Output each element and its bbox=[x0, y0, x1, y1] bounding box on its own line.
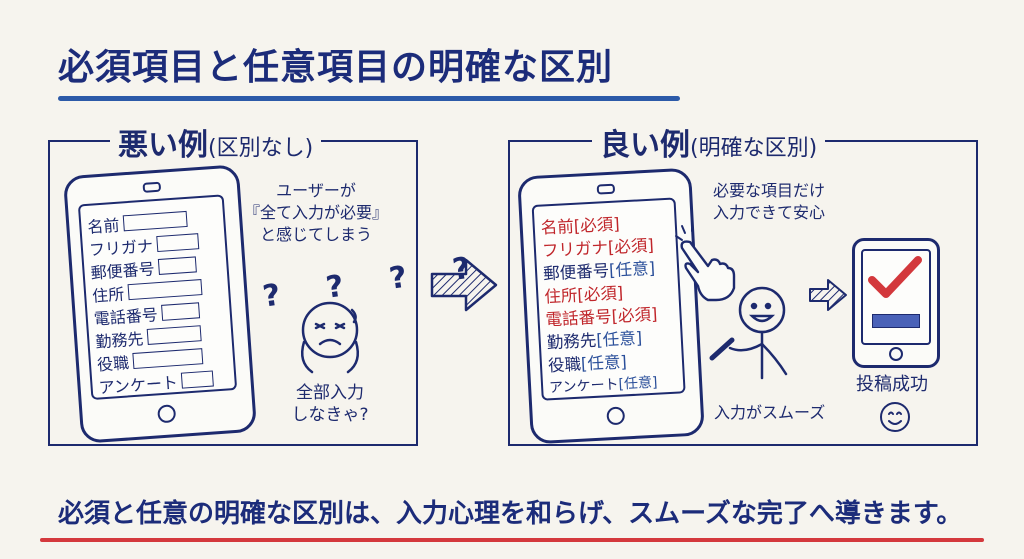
input-box[interactable] bbox=[146, 324, 202, 345]
smooth-caption: 入力がスムーズ bbox=[714, 403, 826, 422]
optional-tag: [任意] bbox=[618, 374, 658, 393]
input-box[interactable] bbox=[156, 232, 200, 252]
input-box[interactable] bbox=[161, 301, 201, 321]
required-tag: [必須] bbox=[607, 235, 655, 258]
phone-home-button bbox=[889, 347, 903, 361]
required-tag: [必須] bbox=[576, 283, 624, 305]
optional-tag: [任意] bbox=[595, 328, 643, 350]
good-example-heading: 良い例(明確な区別) bbox=[592, 120, 826, 164]
success-phone bbox=[852, 238, 940, 368]
worry-line: しなきゃ? bbox=[291, 405, 369, 425]
bad-phone-screen: 名前 フリガナ 郵便番号 住所 電話番号 勤務先 役職 アンケート bbox=[77, 194, 238, 401]
input-box[interactable] bbox=[157, 255, 197, 275]
field-label: 役職 bbox=[547, 354, 582, 376]
worry-line: 全部入力 bbox=[296, 383, 364, 403]
relief-line: 入力できて安心 bbox=[712, 203, 825, 222]
phone-camera bbox=[596, 183, 616, 195]
relief-line: 必要な項目だけ bbox=[712, 181, 825, 200]
optional-tag: [任意] bbox=[580, 352, 628, 374]
phone-home-button bbox=[157, 404, 177, 424]
bad-thought: ユーザーが 『全て入力が必要』 と感じてしまう bbox=[236, 180, 396, 246]
good-relief: 必要な項目だけ 入力できて安心 bbox=[704, 180, 834, 224]
thought-line: ユーザーが bbox=[276, 181, 356, 200]
good-phone: 名前[必須] フリガナ[必須] 郵便番号[任意] 住所[必須] 電話番号[必須]… bbox=[517, 167, 705, 445]
bad-heading-text: 悪い例 bbox=[118, 128, 208, 163]
field-label: フリガナ bbox=[541, 238, 609, 261]
field-label: 電話番号 bbox=[93, 304, 159, 329]
field-label: アンケート bbox=[98, 372, 179, 397]
bad-subheading-text: (区別なし) bbox=[208, 136, 314, 161]
smiley-icon bbox=[880, 402, 910, 432]
good-subheading-text: (明確な区別) bbox=[690, 136, 818, 161]
pointing-hand-icon bbox=[675, 223, 736, 302]
field-label: 郵便番号 bbox=[89, 258, 156, 283]
field-label: 勤務先 bbox=[94, 328, 145, 352]
field-label: 勤務先 bbox=[546, 330, 597, 353]
title-underline bbox=[58, 96, 680, 101]
bad-worry: 全部入力 しなきゃ? bbox=[270, 382, 390, 426]
field-label: アンケート bbox=[548, 376, 620, 397]
phone-home-button bbox=[606, 406, 626, 426]
field-label: 郵便番号 bbox=[542, 261, 610, 284]
arrow-right-icon bbox=[809, 279, 847, 311]
bad-example-heading: 悪い例(区別なし) bbox=[110, 120, 322, 164]
input-box[interactable] bbox=[127, 278, 203, 300]
field-label: 電話番号 bbox=[545, 306, 613, 330]
summary-text: 必須と任意の明確な区別は、入力心理を和らげ、スムーズな完了へ導きます。 bbox=[58, 499, 963, 529]
worried-face-icon bbox=[301, 301, 359, 374]
arrow-right-icon bbox=[430, 258, 498, 312]
required-tag: [必須] bbox=[573, 214, 621, 236]
field-label: 住所 bbox=[543, 285, 578, 307]
thought-line: 『全て入力が必要』 bbox=[243, 203, 388, 222]
field-label: 名前 bbox=[540, 216, 575, 238]
thought-line: と感じてしまう bbox=[259, 225, 372, 244]
success-caption: 投稿成功 bbox=[856, 374, 928, 395]
page-title: 必須項目と任意項目の明確な区別 bbox=[58, 47, 614, 88]
input-box[interactable] bbox=[181, 369, 215, 389]
checkmark-icon bbox=[868, 256, 922, 298]
required-tag: [必須] bbox=[611, 304, 658, 326]
smiling-person-icon bbox=[709, 286, 788, 380]
success-bar bbox=[872, 314, 920, 328]
success-phone-screen bbox=[861, 249, 931, 345]
input-box[interactable] bbox=[122, 210, 188, 231]
good-phone-screen: 名前[必須] フリガナ[必須] 郵便番号[任意] 住所[必須] 電話番号[必須]… bbox=[531, 197, 686, 401]
bad-phone: 名前 フリガナ 郵便番号 住所 電話番号 勤務先 役職 アンケート bbox=[62, 164, 258, 444]
good-heading-text: 良い例 bbox=[600, 128, 690, 163]
footer-underline bbox=[40, 538, 984, 542]
phone-camera bbox=[142, 181, 162, 193]
optional-tag: [任意] bbox=[608, 258, 656, 281]
input-box[interactable] bbox=[132, 347, 204, 369]
